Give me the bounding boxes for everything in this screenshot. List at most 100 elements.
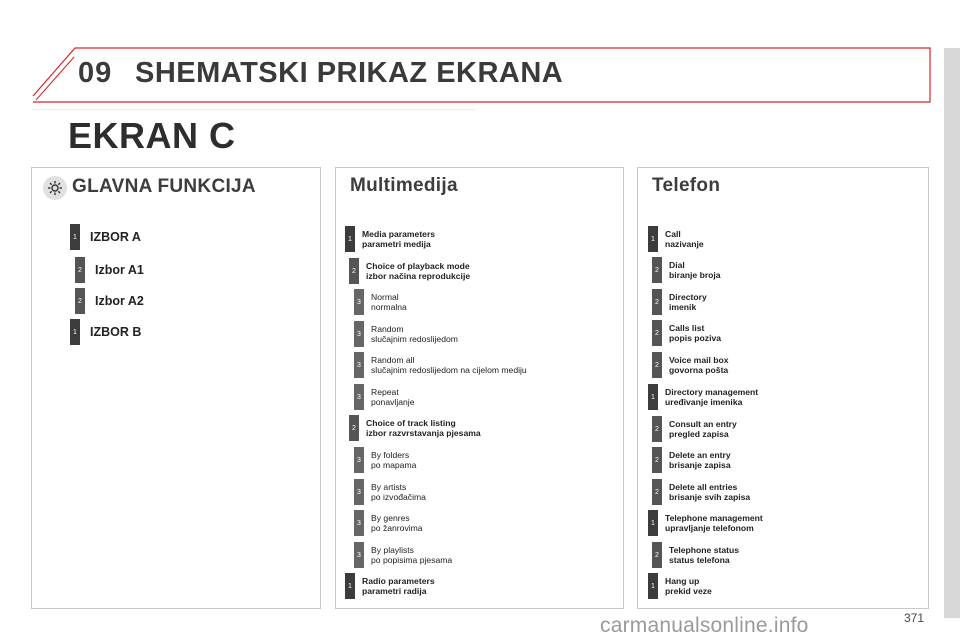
watermark: carmanualsonline.info — [600, 614, 809, 637]
screen-title: EKRAN C — [68, 115, 236, 156]
item-label-en: By folders — [371, 450, 410, 460]
item-label: IZBOR B — [90, 325, 142, 339]
level-badge: 2 — [75, 257, 85, 283]
item-label-en: Telephone status — [669, 545, 740, 555]
item-label-hr: parametri radija — [362, 586, 427, 596]
item-label-hr: uređivanje imenika — [665, 397, 743, 407]
item-label-hr: po izvođačima — [371, 492, 426, 502]
level-badge: 1 — [648, 573, 658, 599]
item-label-en: By genres — [371, 513, 410, 523]
side-tab — [944, 48, 960, 618]
level-badge: 2 — [349, 258, 359, 284]
item-label-en: Telephone management — [665, 513, 763, 523]
page-title: SHEMATSKI PRIKAZ EKRANA — [135, 57, 564, 89]
item-label: Izbor A2 — [95, 294, 144, 308]
page-number: 371 — [904, 611, 925, 625]
item-label-en: Repeat — [371, 387, 399, 397]
item-label-hr: slučajnim redoslijedom na cijelom mediju — [371, 365, 527, 375]
item-label-en: Hang up — [665, 576, 700, 586]
item-label-hr: brisanje svih zapisa — [669, 492, 751, 502]
level-badge: 3 — [354, 479, 364, 505]
item-label-en: Consult an entry — [669, 419, 737, 429]
level-badge: 1 — [70, 319, 80, 345]
level-badge: 2 — [652, 416, 662, 442]
item-label-en: Random — [371, 324, 404, 334]
panel-heading: GLAVNA FUNKCIJA — [72, 176, 256, 197]
list-item: 2 Izbor A2 — [75, 288, 144, 314]
level-badge: 1 — [648, 384, 658, 410]
level-badge: 3 — [354, 542, 364, 568]
level-badge: 3 — [354, 384, 364, 410]
level-badge: 1 — [648, 510, 658, 536]
item-label-hr: status telefona — [669, 555, 730, 565]
item-label-hr: imenik — [669, 302, 697, 312]
item-label-hr: po popisima pjesama — [371, 555, 453, 565]
item-label-hr: ponavljanje — [371, 397, 415, 407]
item-label-hr: normalna — [371, 302, 407, 312]
list-item: 1 IZBOR A — [70, 224, 141, 250]
item-label-hr: biranje broja — [669, 270, 721, 280]
level-badge: 3 — [354, 447, 364, 473]
level-badge: 1 — [648, 226, 658, 252]
item-label-en: Media parameters — [362, 229, 436, 239]
item-label-en: Directory management — [665, 387, 759, 397]
item-label-hr: brisanje zapisa — [669, 460, 731, 470]
header-banner: 09 SHEMATSKI PRIKAZ EKRANA — [0, 0, 960, 110]
level-badge: 3 — [354, 289, 364, 315]
item-label-hr: prekid veze — [665, 586, 712, 596]
item-label-hr: popis poziva — [669, 333, 722, 343]
item-label-en: Radio parameters — [362, 576, 435, 586]
item-label-hr: pregled zapisa — [669, 429, 729, 439]
item-label-hr: izbor načina reprodukcije — [366, 271, 471, 281]
item-label-hr: govorna pošta — [669, 365, 729, 375]
item-label-en: Dial — [669, 260, 685, 270]
item-label: IZBOR A — [90, 230, 141, 244]
level-badge: 3 — [354, 352, 364, 378]
panel-heading: Multimedija — [350, 175, 458, 196]
item-label-hr: parametri medija — [362, 239, 431, 249]
level-badge: 2 — [652, 479, 662, 505]
level-badge: 1 — [345, 226, 355, 252]
item-label-en: Voice mail box — [669, 355, 729, 365]
item-label-en: Normal — [371, 292, 399, 302]
level-badge: 1 — [70, 224, 80, 250]
level-badge: 2 — [652, 447, 662, 473]
list-item: 1 IZBOR B — [70, 319, 141, 345]
item-label-hr: po mapama — [371, 460, 417, 470]
item-label-en: By playlists — [371, 545, 414, 555]
item-label-hr: izbor razvrstavanja pjesama — [366, 428, 481, 438]
level-badge: 2 — [652, 257, 662, 283]
item-label-hr: nazivanje — [665, 239, 704, 249]
gear-icon — [43, 176, 67, 200]
level-badge: 2 — [652, 289, 662, 315]
item-label-hr: upravljanje telefonom — [665, 523, 754, 533]
panel-heading: Telefon — [652, 175, 721, 196]
item-label-en: Choice of playback mode — [366, 261, 470, 271]
item-label-en: By artists — [371, 482, 407, 492]
level-badge: 1 — [345, 573, 355, 599]
level-badge: 2 — [652, 352, 662, 378]
header-shape — [32, 47, 931, 110]
